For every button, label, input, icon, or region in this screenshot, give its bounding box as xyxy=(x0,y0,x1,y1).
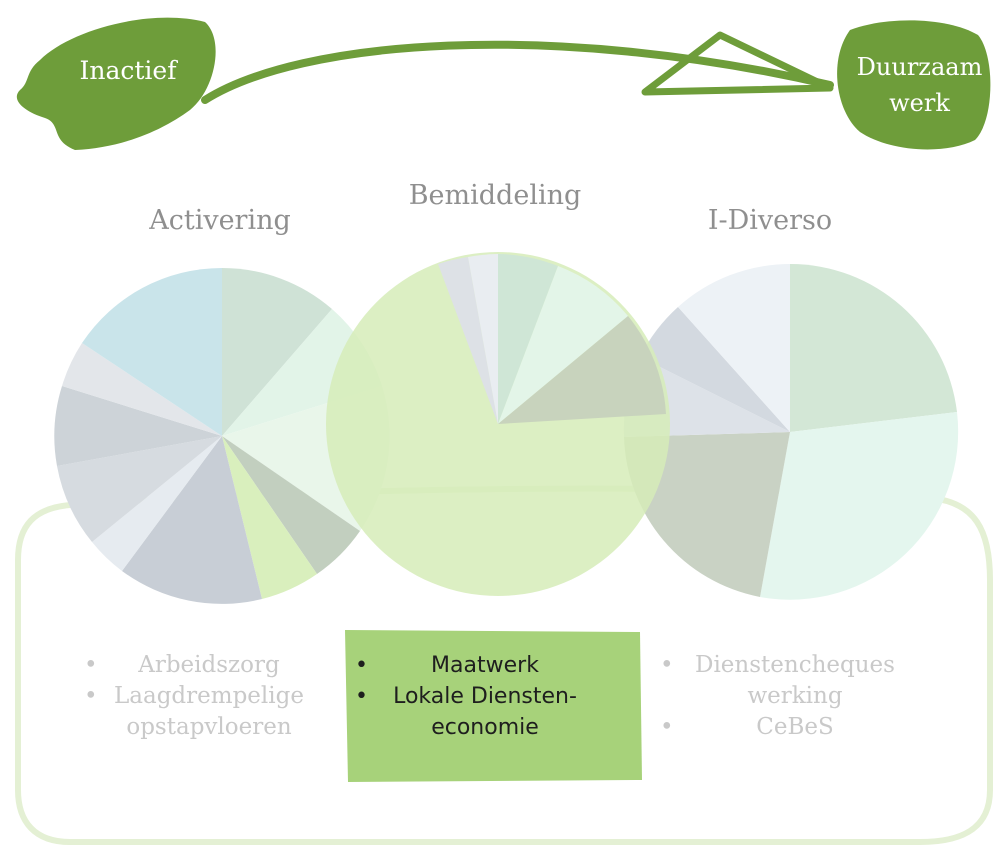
pie-slice xyxy=(122,436,262,604)
list-item: • Lokale Diensten- xyxy=(355,681,615,712)
i-diverso-list: • Dienstencheques werking • CeBeS xyxy=(660,650,930,743)
activering-title: Activering xyxy=(149,205,291,236)
list-item-continued: werking xyxy=(747,683,843,709)
pie-slice xyxy=(790,263,957,432)
pie-slice xyxy=(62,343,222,436)
pie-slice xyxy=(468,254,498,424)
i-diverso-pie xyxy=(623,263,959,600)
list-item-continued: economie xyxy=(431,715,539,740)
activering-list: • Arbeidszorg • Laagdrempelige opstapvlo… xyxy=(84,650,334,743)
bemiddeling-list: • Maatwerk • Lokale Diensten- economie xyxy=(355,650,615,743)
list-item: • CeBeS xyxy=(660,712,930,743)
pie-slice xyxy=(54,386,222,466)
pie-slice xyxy=(82,267,222,436)
bullet-icon: • xyxy=(355,653,368,678)
pie-slice xyxy=(678,264,790,432)
pie-slice xyxy=(222,309,382,436)
pie-slice xyxy=(222,436,360,574)
pie-slice xyxy=(760,412,959,600)
list-item: • Arbeidszorg xyxy=(84,650,334,681)
werk-label: werk xyxy=(889,89,950,117)
bemiddeling-pie xyxy=(326,252,670,596)
pie-slice xyxy=(498,254,558,424)
arrow-shaft xyxy=(201,40,834,104)
highlight-box xyxy=(345,630,642,782)
pie-slice xyxy=(57,436,222,542)
pie-slice xyxy=(498,316,666,424)
bullet-icon: • xyxy=(84,683,98,709)
pie-slice xyxy=(222,268,332,436)
pie-slice xyxy=(640,307,790,432)
list-item: • Maatwerk xyxy=(355,650,615,681)
bullet-icon: • xyxy=(660,714,674,740)
duurzaam-werk-blob xyxy=(837,20,991,150)
pie-slice xyxy=(92,436,222,571)
activering-pie xyxy=(54,267,390,604)
i-diverso-title: I-Diverso xyxy=(707,205,833,236)
duurzaam-label: Duurzaam xyxy=(856,53,983,81)
bullet-icon: • xyxy=(84,652,98,678)
bemiddeling-title: Bemiddeling xyxy=(408,180,582,211)
pie-slice xyxy=(624,432,790,597)
arrow-head xyxy=(641,31,834,96)
pie-slice xyxy=(222,436,317,599)
list-item: • Dienstencheques xyxy=(660,650,930,681)
pie-slice xyxy=(438,257,498,424)
pie-slice xyxy=(498,266,628,424)
list-item-continued: opstapvloeren xyxy=(126,714,292,740)
bullet-icon: • xyxy=(355,684,368,709)
inactief-blob xyxy=(16,17,216,150)
bullet-icon: • xyxy=(660,652,674,678)
list-item: • Laagdrempelige xyxy=(84,681,334,712)
inactief-label: Inactief xyxy=(79,56,177,85)
